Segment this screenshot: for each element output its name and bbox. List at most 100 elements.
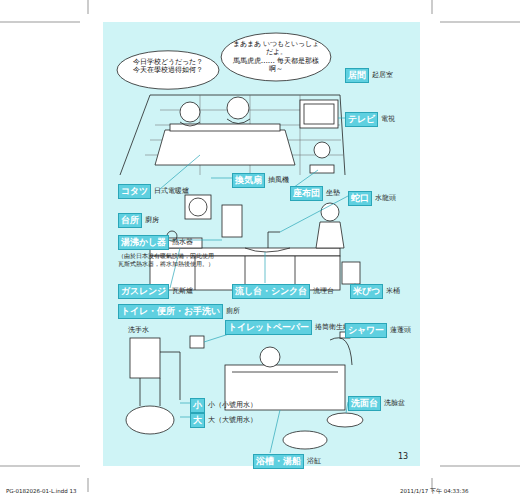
chinese-term: 坐墊 (326, 190, 340, 197)
label-box: 台所廚房 (118, 211, 159, 229)
label-box: 流し台・シンク台流理台 (232, 282, 334, 300)
japanese-term: 流し台・シンク台 (232, 284, 310, 298)
bubble-text: まあまあ いつもといっしょだよ。 (230, 40, 322, 57)
japanese-term: 座布団 (290, 186, 323, 200)
sink-basin (245, 248, 290, 252)
toilet-paper (190, 336, 204, 348)
japanese-term: 浴槽・湯船 (253, 454, 304, 468)
tv-screen (304, 104, 334, 124)
floor-outline (120, 95, 345, 175)
toilet-tank (130, 338, 160, 378)
crop-mark (432, 0, 433, 14)
tv-set (300, 100, 338, 128)
label-box: トイレットペーパー捲筒衛生紙 (225, 318, 350, 336)
person-body (227, 119, 250, 124)
label-box: 洗面台洗臉盆 (348, 394, 405, 412)
chinese-term: 廚房 (145, 217, 159, 224)
chinese-term: 米桶 (386, 288, 400, 295)
japanese-term: テレビ (345, 112, 378, 126)
crop-mark (0, 22, 80, 23)
part-label: 洗手水 (128, 326, 149, 335)
label-box: 換気扇抽風機 (232, 171, 289, 189)
kotatsu-top (170, 124, 280, 131)
label-box: 大大（大號用水） (190, 411, 257, 429)
japanese-term: 居間 (345, 68, 369, 82)
bubble-text: 馬馬虎虎…… 每天都是那樣啊～ (230, 57, 322, 74)
japanese-term: 換気扇 (232, 173, 265, 187)
bubble-ellipse (221, 33, 331, 81)
bathtub-rim (232, 372, 338, 373)
chinese-term: 抽風機 (268, 177, 289, 184)
japanese-term: 洗面台 (348, 396, 381, 410)
person-head (227, 97, 249, 119)
label-box: 小小（小號用水） (190, 396, 257, 414)
chinese-term: 電視 (381, 116, 395, 123)
toilet-bowl (126, 406, 174, 434)
japanese-term: トイレ・便所・お手洗い (118, 304, 223, 318)
japanese-term: 台所 (118, 213, 142, 227)
leader-line (338, 118, 345, 119)
print-footer: 2011/1/17 下午 04:33:36 (400, 488, 468, 495)
leader-lines (160, 118, 355, 453)
leader-line (180, 403, 190, 404)
chinese-term: 洗臉盆 (384, 400, 405, 407)
label-box: 居間起居室 (345, 66, 393, 84)
japanese-term: トイレットペーパー (225, 320, 312, 334)
japanese-term: 小 (190, 398, 205, 412)
chinese-term: 小（小號用水） (208, 402, 257, 409)
chinese-term: 流理台 (313, 288, 334, 295)
person-head (314, 142, 330, 158)
japanese-term: 蛇口 (348, 191, 372, 205)
leader-line (280, 196, 348, 232)
label-box: 蛇口水龍頭 (348, 189, 396, 207)
mother-apron (316, 222, 344, 248)
label-box: 座布団坐墊 (290, 184, 340, 202)
label-box: トイレ・便所・お手洗い廁所 (118, 302, 240, 320)
leader-line (180, 417, 190, 418)
japanese-term: 米びつ (350, 284, 383, 298)
chinese-term: 水龍頭 (375, 195, 396, 202)
chinese-term: 日式電暖爐 (154, 188, 189, 195)
kotatsu (155, 130, 295, 165)
leader-line (211, 178, 232, 179)
note-text: （由於日本沒有暖氣設備，因此使用瓦斯式熱水器，將水加熱後使用。） (118, 253, 218, 269)
cushion (310, 165, 334, 173)
kitchen (150, 195, 360, 290)
person-body (180, 122, 200, 126)
page-number: 13 (398, 452, 408, 461)
label-box: ガスレンジ瓦斯爐 (118, 282, 193, 300)
bather-head (260, 347, 280, 367)
chinese-term: 瓦斯爐 (172, 288, 193, 295)
chinese-term: 熱水器 (172, 239, 193, 246)
bubble-text: 今天在學校過得如何？ (126, 66, 210, 74)
crop-mark (440, 22, 520, 23)
fan-blade (189, 198, 207, 216)
tatami-lines (145, 95, 343, 175)
speech-bubble: 今日学校どうだった？今天在學校過得如何？ (116, 50, 220, 90)
leader-line (270, 410, 280, 453)
speech-bubble: まあまあ いつもといっしょだよ。馬馬虎虎…… 每天都是那樣啊～ (220, 32, 332, 82)
crop-mark (0, 466, 80, 467)
rice-bin (342, 262, 360, 284)
cyan-panel (103, 22, 420, 466)
crop-mark (440, 466, 520, 467)
japanese-term: ガスレンジ (118, 284, 169, 298)
label-box: コタツ日式電暖爐 (118, 182, 189, 200)
bubble-text: 今日学校どうだった？ (126, 58, 210, 66)
japanese-term: シャワー (345, 323, 387, 337)
leader-line (160, 155, 200, 189)
japanese-term: コタツ (118, 184, 151, 198)
wash-basin (327, 413, 363, 427)
japanese-term: 湯沸かし器 (118, 235, 169, 249)
bubble-ellipse (117, 51, 219, 89)
bathroom (126, 332, 363, 449)
water-heater (222, 205, 242, 237)
crop-mark (88, 478, 89, 492)
chinese-term: 大（大號用水） (208, 417, 257, 424)
label-box: 湯沸かし器熱水器 （由於日本沒有暖氣設備，因此使用瓦斯式熱水器，將水加熱後使用。） (118, 233, 218, 269)
chinese-term: 廁所 (226, 308, 240, 315)
label-box: 米びつ米桶 (350, 282, 400, 300)
person-head (180, 102, 200, 122)
